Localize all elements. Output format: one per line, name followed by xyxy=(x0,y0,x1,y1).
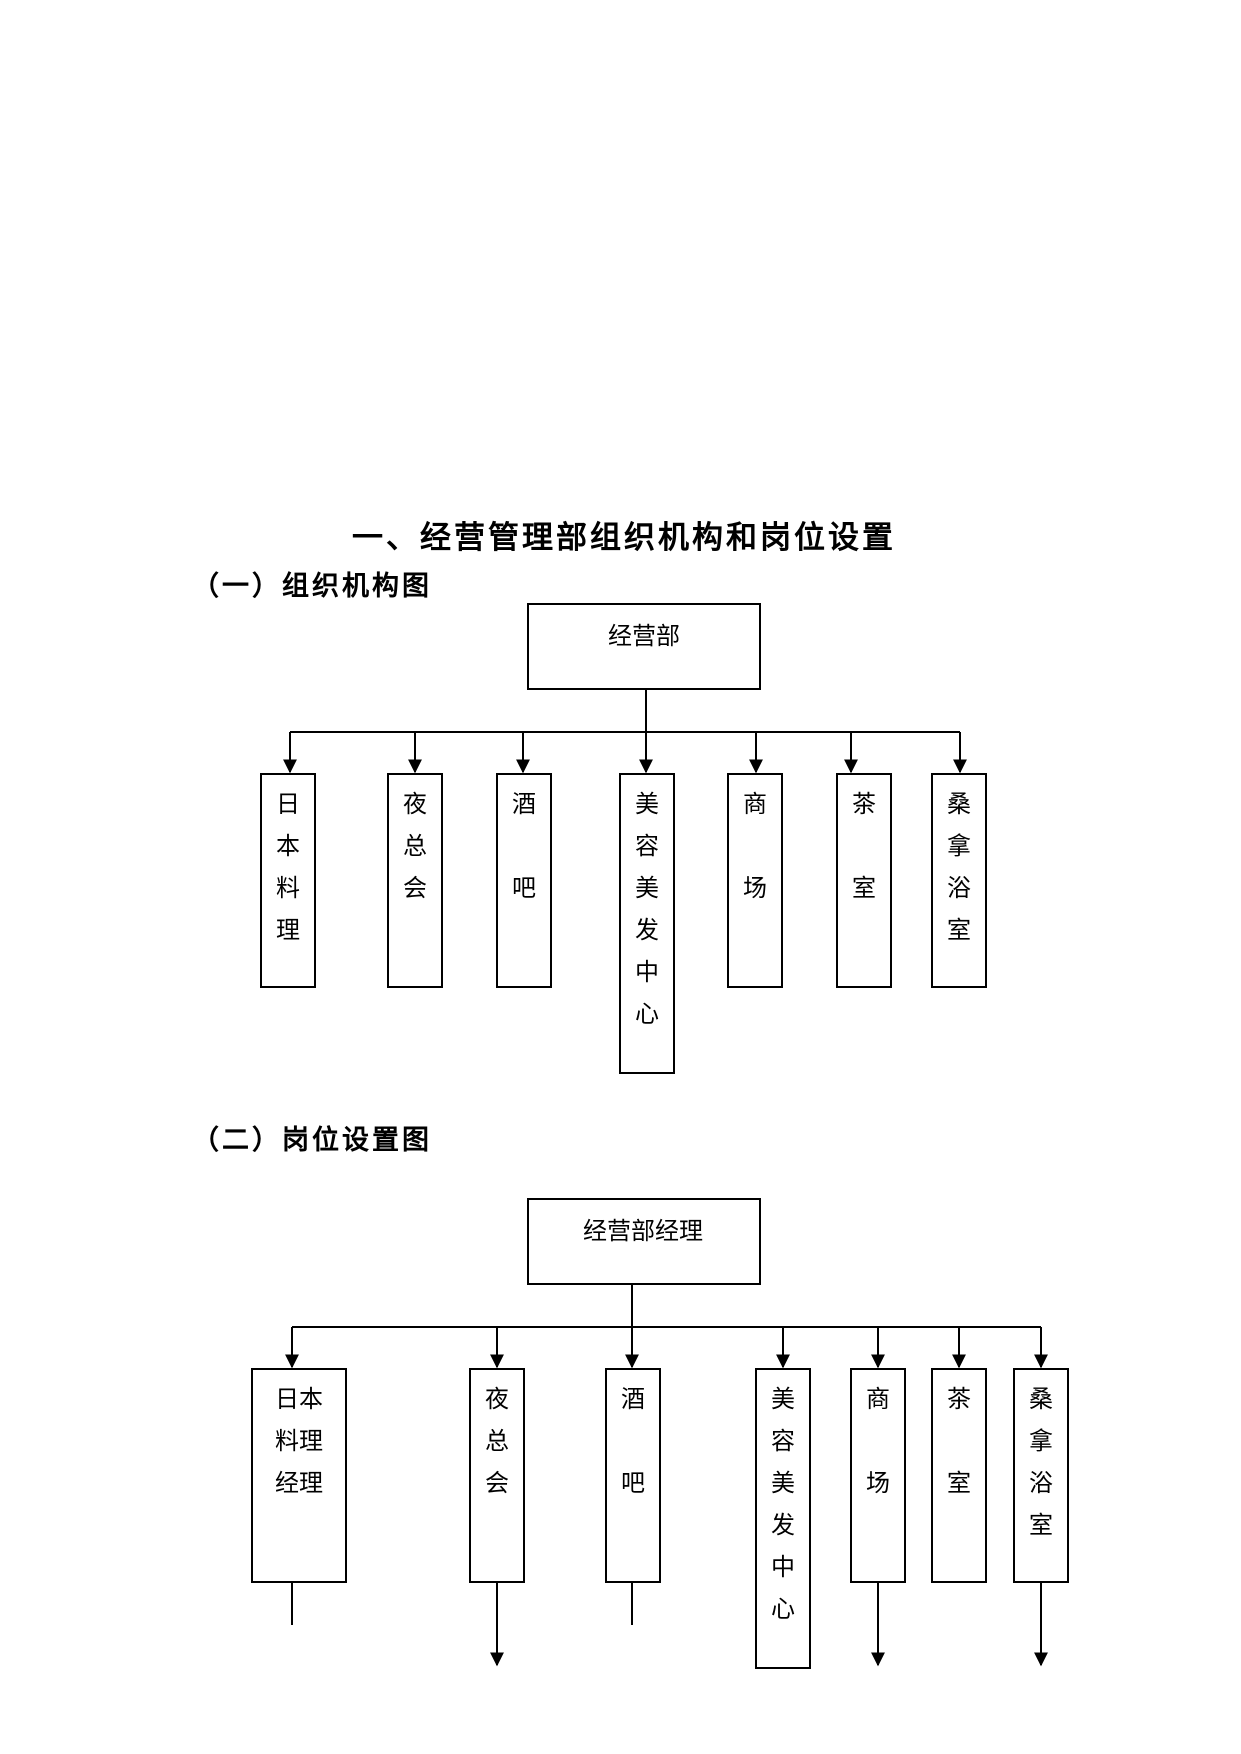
section-heading-org-chart: （一）组织机构图 xyxy=(192,571,432,602)
org-unit-label: 酒吧 xyxy=(512,790,536,902)
org-unit-label: 美容美发中心 xyxy=(635,790,659,1028)
post-node-label: 茶室 xyxy=(947,1385,971,1497)
org-unit-mall: 商场 xyxy=(727,773,783,988)
post-node-mall: 商场 xyxy=(850,1368,906,1583)
post-node-nightclub: 夜总会 xyxy=(469,1368,525,1583)
post-node-label: 夜总会 xyxy=(485,1385,509,1497)
org-connectors xyxy=(283,689,967,774)
post-node-teahouse: 茶室 xyxy=(931,1368,987,1583)
post-node-sauna: 桑拿浴室 xyxy=(1013,1368,1069,1583)
post-node-beauty: 美容美发中心 xyxy=(755,1368,811,1669)
org-unit-label: 日本料理 xyxy=(276,790,300,944)
post-node-label: 美容美发中心 xyxy=(771,1385,795,1623)
post-connectors xyxy=(285,1284,1048,1667)
post-node-label: 商场 xyxy=(866,1385,890,1497)
org-chart: 经营部 日本料理 夜总会 酒吧 美容美发中心 xyxy=(260,603,987,1074)
post-chart: 经营部经理 日本料理经理 夜总会 xyxy=(251,1198,1069,1669)
post-node-label: 日本料理经理 xyxy=(275,1385,323,1497)
section-heading-post-chart: （二）岗位设置图 xyxy=(192,1125,432,1156)
org-unit-label: 夜总会 xyxy=(403,790,427,902)
page-title: 一、经营管理部组织机构和岗位设置 xyxy=(352,520,896,556)
org-unit-label: 桑拿浴室 xyxy=(947,790,971,944)
post-root-node: 经营部经理 xyxy=(527,1198,761,1285)
post-node-label: 桑拿浴室 xyxy=(1029,1385,1053,1539)
post-root-label: 经营部经理 xyxy=(583,1217,703,1245)
org-unit-beauty: 美容美发中心 xyxy=(619,773,675,1074)
org-unit-japanese: 日本料理 xyxy=(260,773,316,988)
org-unit-bar: 酒吧 xyxy=(496,773,552,988)
org-unit-nightclub: 夜总会 xyxy=(387,773,443,988)
org-unit-label: 商场 xyxy=(743,790,767,902)
post-node-bar: 酒吧 xyxy=(605,1368,661,1583)
org-unit-label: 茶室 xyxy=(852,790,876,902)
post-node-japanese-manager: 日本料理经理 xyxy=(251,1368,347,1583)
post-node-label: 酒吧 xyxy=(621,1385,645,1497)
org-root-label: 经营部 xyxy=(608,622,680,650)
org-unit-teahouse: 茶室 xyxy=(836,773,892,988)
org-unit-sauna: 桑拿浴室 xyxy=(931,773,987,988)
org-root-node: 经营部 xyxy=(527,603,761,690)
